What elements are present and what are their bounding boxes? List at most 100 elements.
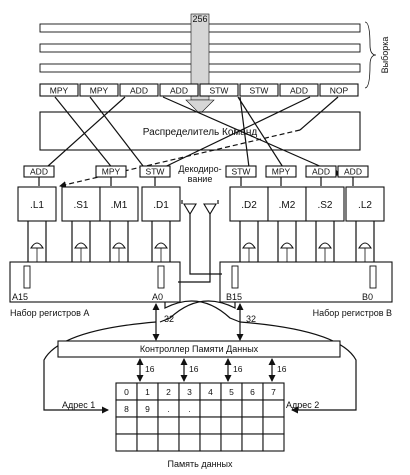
packet-slot (199, 83, 239, 97)
memory-cell-value: 9 (145, 404, 150, 414)
memory-cell-value: 7 (271, 387, 276, 397)
register-b-caption: Набор регистров B (313, 308, 392, 318)
memory-cell (199, 416, 222, 435)
packet-slot (79, 83, 119, 97)
functional-unit (17, 186, 57, 222)
bank-bus-width: 16 (277, 364, 287, 374)
memory-cell (262, 433, 285, 452)
decoded-opcode: MPY (272, 167, 291, 177)
register-file-b (219, 261, 393, 303)
unit-label: .D2 (241, 200, 257, 211)
packet-opcode: NOP (330, 86, 349, 96)
decoded-opcode: STW (232, 167, 251, 177)
memory-cell-value: 3 (187, 387, 192, 397)
bus-width-a: 32 (164, 314, 174, 324)
address-2-label: Адрес 2 (286, 400, 319, 410)
bus-width-b: 32 (246, 314, 256, 324)
unit-label: .S1 (73, 200, 88, 211)
functional-unit (141, 186, 181, 222)
packet-opcode: STW (250, 86, 269, 96)
memory-cell-value: 0 (124, 387, 129, 397)
fetch-packet: MPY MPY ADD ADD STW STW ADD NOP (39, 83, 359, 97)
packet-opcode: STW (210, 86, 229, 96)
memory-cell (220, 399, 243, 418)
fetch-arrow-head (185, 99, 215, 115)
decoded-instructions: ADD MPY STW STW MPY ADD ADD (23, 165, 369, 186)
memory-controller-box (57, 340, 341, 358)
packet-opcode: MPY (90, 86, 109, 96)
register-b-high-slot (231, 265, 239, 289)
bank-bus-width: 16 (189, 364, 199, 374)
functional-unit (61, 186, 101, 222)
bank-bus-width: 16 (145, 364, 155, 374)
decoded-opcode: ADD (344, 167, 362, 177)
memory-controller-label: Контроллер Памяти Данных (140, 344, 259, 354)
memory-cell-value: 4 (208, 387, 213, 397)
unit-label: .M2 (279, 200, 296, 211)
memory-cell (115, 416, 138, 435)
memory-cell-value: 6 (250, 387, 255, 397)
memory-cell (262, 416, 285, 435)
unit-mux-gate (30, 242, 44, 249)
packet-opcode: ADD (290, 86, 308, 96)
decoded-opcode: MPY (102, 167, 121, 177)
data-memory-grid: 0 1 2 3 4 5 6 7 8 9.. (115, 382, 285, 452)
memory-cell (241, 399, 264, 418)
packet-slot (279, 83, 319, 97)
register-cross-paths (159, 266, 241, 323)
unit-label: .L1 (30, 200, 44, 211)
packet-opcode: ADD (170, 86, 188, 96)
register-a-caption: Набор регистров A (10, 308, 89, 318)
unit-mux-gate (242, 242, 256, 249)
unit-label: .D1 (153, 200, 169, 211)
decoded-opcode: ADD (30, 167, 48, 177)
bank-bus-width: 16 (233, 364, 243, 374)
memory-cell-value: 8 (124, 404, 129, 414)
memory-cell (178, 433, 201, 452)
register-b-high: B15 (226, 292, 242, 302)
memory-cell (262, 399, 285, 418)
functional-unit (305, 186, 345, 222)
unit-label: .S2 (317, 200, 332, 211)
packet-slot (119, 83, 159, 97)
memory-cell (115, 433, 138, 452)
packet-opcode: ADD (130, 86, 148, 96)
decode-label-line2: вание (188, 174, 213, 184)
fetch-width-label: 256 (192, 14, 207, 24)
packet-slot (239, 83, 279, 97)
unit-label: .L2 (358, 200, 372, 211)
unit-mux-gate (74, 242, 88, 249)
register-b-low-slot (369, 265, 377, 289)
memory-cell-value: . (188, 404, 190, 414)
memory-cell (199, 433, 222, 452)
memory-cell-value: 1 (145, 387, 150, 397)
cross-path-mux (181, 200, 219, 276)
register-a-high-slot (23, 265, 31, 289)
unit-mux-gate (358, 242, 372, 249)
unit-mux-gate (112, 242, 126, 249)
packet-opcode: MPY (50, 86, 69, 96)
decoded-opcode: STW (146, 167, 165, 177)
memory-cell (241, 416, 264, 435)
data-memory-caption: Память данных (167, 459, 233, 469)
functional-unit (229, 186, 269, 222)
functional-unit (99, 186, 139, 222)
register-a-low: A0 (152, 292, 163, 302)
memory-cell (199, 399, 222, 418)
memory-cell-value: . (167, 404, 169, 414)
dispatch-unit-label: Распределитель Команд (143, 127, 258, 138)
register-a-low-slot (157, 265, 165, 289)
unit-label: .M1 (111, 200, 128, 211)
dispatch-routing (37, 96, 341, 189)
register-file-a (9, 261, 181, 303)
memory-cell-value: 2 (166, 387, 171, 397)
packet-slot (159, 83, 199, 97)
memory-cell-value: 5 (229, 387, 234, 397)
fetch-section: 256 Выборка (39, 13, 390, 115)
packet-slot (319, 83, 359, 97)
functional-units: .L1 .S1 .M1 .D1 .D2 .M2 .S2 .L2 (17, 186, 385, 262)
memory-cell (136, 416, 159, 435)
decoded-opcode: ADD (312, 167, 330, 177)
register-b-low: B0 (362, 292, 373, 302)
